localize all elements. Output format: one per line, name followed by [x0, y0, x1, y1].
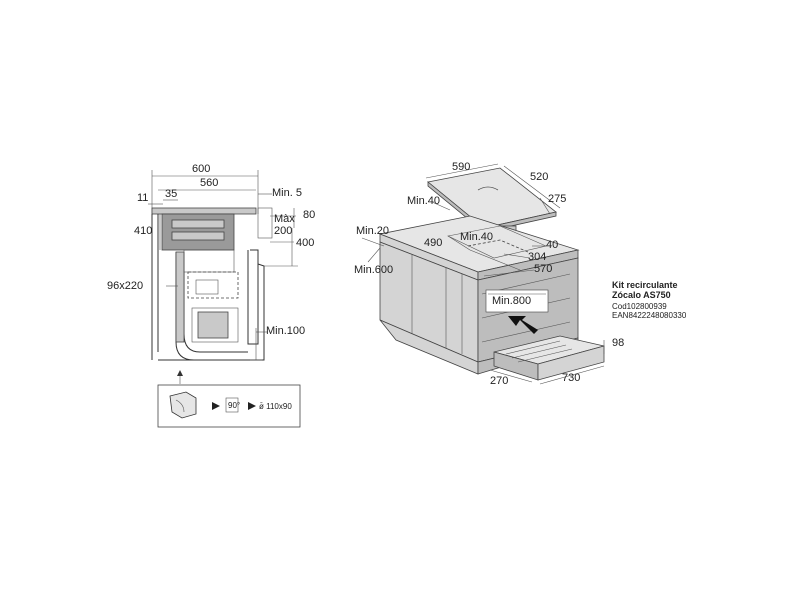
dim-560: 560 [200, 177, 218, 189]
dim-max-200: 200 [274, 225, 292, 237]
dim-min100: Min.100 [266, 325, 305, 337]
insert-arrow-icon [508, 316, 538, 334]
dim-min40-top: Min.40 [407, 195, 440, 207]
dim-80: 80 [303, 209, 315, 221]
min800-opening [485, 289, 549, 313]
arrow-right-icon [212, 402, 220, 410]
dim-min600: Min.600 [354, 264, 393, 276]
dim-410: 410 [134, 225, 152, 237]
dim-max-label: Màx [274, 213, 295, 225]
countertop-section [151, 207, 257, 215]
kit-model: Zócalo AS750 [612, 290, 671, 300]
elbow-icon [169, 391, 197, 419]
dim-590: 590 [452, 161, 470, 173]
detail-diameter: ø̄ 110x90 [259, 402, 292, 411]
kit-label: Kit recirculante Zócalo AS750 Cod1028009… [612, 280, 687, 320]
arrow-right-icon-2 [248, 402, 256, 410]
dim-11: 11 [137, 192, 148, 204]
dim-570: 570 [534, 263, 552, 275]
dim-40: 40 [546, 239, 558, 251]
side-section-view: 600 560 35 11 410 96x220 [107, 163, 315, 384]
dim-min5: Min. 5 [272, 187, 302, 199]
dim-304: 304 [528, 251, 546, 263]
dim-98: 98 [612, 337, 624, 349]
dim-600: 600 [192, 163, 210, 175]
dim-min20: Min.20 [356, 225, 389, 237]
isometric-view: 590 520 Min.40 275 Min.20 490 Min.40 [354, 161, 624, 387]
dim-730: 730 [562, 372, 580, 384]
dim-min40-mid: Min.40 [460, 231, 493, 243]
dim-min800: Min.800 [492, 295, 531, 307]
dim-520: 520 [530, 171, 548, 183]
dim-35: 35 [165, 188, 177, 200]
dim-275: 275 [548, 193, 566, 205]
dim-duct: 96x220 [107, 280, 143, 292]
kit-title: Kit recirculante [612, 280, 678, 290]
duct-connection-detail: 90° ø̄ 110x90 [157, 384, 301, 428]
dim-400: 400 [296, 237, 314, 249]
detail-angle: 90° [228, 401, 240, 410]
dim-270: 270 [490, 375, 508, 387]
kit-ean: EAN8422248080330 [612, 311, 687, 320]
dim-490: 490 [424, 237, 442, 249]
kit-code: Cod102800939 [612, 302, 667, 311]
